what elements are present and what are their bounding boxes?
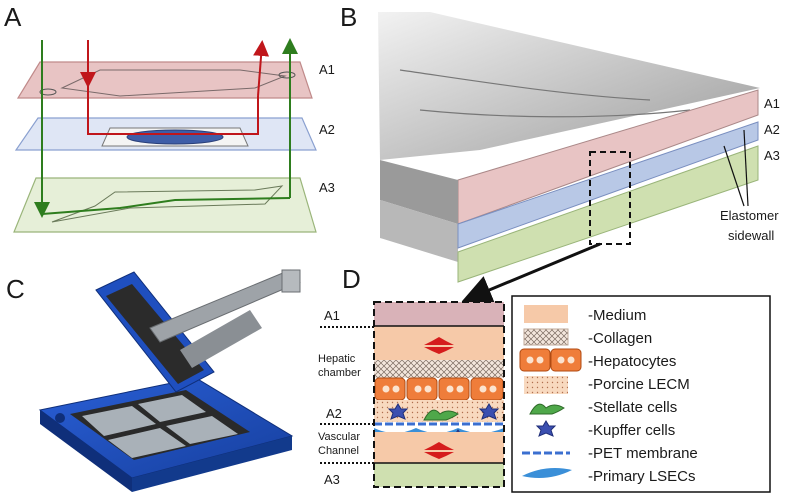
panel-a-letter: A <box>4 2 22 32</box>
legend-lecm: -Porcine LECM <box>588 376 690 393</box>
b-layer-a2-label: A2 <box>764 122 780 137</box>
xs-hepatocyte-1 <box>374 377 406 401</box>
sidewall-pointer-1 <box>723 145 745 207</box>
collagen-swatch <box>523 328 569 346</box>
b-layer-a3-label: A3 <box>764 148 780 163</box>
d-label-a1: A1 <box>324 308 340 323</box>
layer-a3-label: A3 <box>319 180 335 195</box>
d-label-hepatic-1: Hepatic <box>318 353 356 365</box>
xs-lsec-layer <box>374 428 504 433</box>
pet-membrane-disc <box>126 129 224 145</box>
flow-green-path <box>41 197 291 215</box>
legend-collagen: -Collagen <box>588 330 652 347</box>
port-a1-right <box>278 71 296 79</box>
stellate-cell <box>529 403 565 415</box>
xs-a3-layer <box>374 463 504 487</box>
zoom-region-box <box>589 151 631 245</box>
lecm-swatch <box>524 376 568 394</box>
panel-c: C <box>6 269 301 492</box>
xs-hepatocyte-4 <box>470 377 504 401</box>
panel-a: A A1 A2 A3 <box>4 2 335 233</box>
cross-section <box>373 301 505 488</box>
xs-lecm <box>374 400 504 422</box>
layer-a3-plate <box>13 177 317 233</box>
legend-pet: -PET membrane <box>588 445 698 462</box>
d-label-vascular-1: Vascular <box>318 431 360 443</box>
b-layer-a3 <box>457 145 759 283</box>
panel-c-letter: C <box>6 274 25 304</box>
zoom-arrow <box>461 242 601 304</box>
legend-medium: -Medium <box>588 307 646 324</box>
d-label-vascular-2: Channel <box>318 445 359 457</box>
legend-stellate: -Stellate cells <box>588 399 677 416</box>
panel-d-letter: D <box>342 264 361 294</box>
legend: -Medium -Collagen -Hepatocytes -Porcine … <box>511 295 771 493</box>
device-top-surface <box>378 12 760 160</box>
xs-flow-upper <box>424 337 454 354</box>
kupffer-cell <box>535 420 557 437</box>
panel-d: D A1 Hepatic chamber A2 Vascular Channel… <box>318 264 771 493</box>
medium-swatch <box>524 305 568 323</box>
layer-a2-label: A2 <box>319 122 335 137</box>
xs-stellate-1 <box>423 409 459 421</box>
thumb-screw <box>55 413 65 423</box>
layer-a1-plate <box>16 61 313 99</box>
layer-a1-channel <box>60 69 287 97</box>
d-label-hepatic-2: chamber <box>318 367 361 379</box>
chip-window-3 <box>108 428 186 458</box>
channel-contour <box>399 69 691 118</box>
hepatocyte-cells <box>519 348 582 372</box>
flow-red-path <box>87 84 259 135</box>
b-layer-a1-label: A1 <box>764 96 780 111</box>
device-base-side <box>132 436 292 492</box>
device-side <box>380 200 458 262</box>
layer-a3-channel <box>51 185 284 223</box>
sidewall-label-2: sidewall <box>728 228 774 243</box>
port-a1-left <box>39 88 57 96</box>
panel-b-letter: B <box>340 2 357 32</box>
xs-nucleus <box>382 385 390 393</box>
xs-flow-lower <box>424 442 454 459</box>
xs-hepatocyte-3 <box>438 377 470 401</box>
device-body <box>380 160 458 224</box>
clamp-arm-hinge <box>180 310 262 368</box>
legend-kupffer: -Kupffer cells <box>588 422 675 439</box>
xs-kupffer-1 <box>387 403 409 420</box>
panel-b: B A1 A2 A3 Elastomer sidewall <box>340 2 780 304</box>
xs-hepatocyte-2 <box>406 377 438 401</box>
clamp-handle <box>281 269 301 293</box>
layer-a1-label: A1 <box>319 62 335 77</box>
sidewall-label-1: Elastomer <box>720 208 779 223</box>
device-base-side-left <box>40 410 132 492</box>
lsec-cell <box>522 468 572 478</box>
chip-window-4 <box>166 416 238 444</box>
legend-lsec: -Primary LSECs <box>588 468 696 485</box>
d-label-a3: A3 <box>324 472 340 487</box>
xs-a1-layer <box>374 302 504 326</box>
legend-hepatocytes: -Hepatocytes <box>588 353 676 370</box>
chip-window-2 <box>138 395 206 422</box>
xs-kupffer-2 <box>478 403 500 420</box>
chip-window-1 <box>82 406 156 436</box>
flow-red-outlet <box>253 40 270 97</box>
d-label-a2: A2 <box>326 406 342 421</box>
b-layer-a2 <box>457 121 759 249</box>
xs-hepatocyte-row <box>374 377 504 401</box>
sidewall-pointer-2 <box>743 129 749 207</box>
xs-dashed-border <box>373 301 505 488</box>
xs-collagen <box>374 360 504 378</box>
